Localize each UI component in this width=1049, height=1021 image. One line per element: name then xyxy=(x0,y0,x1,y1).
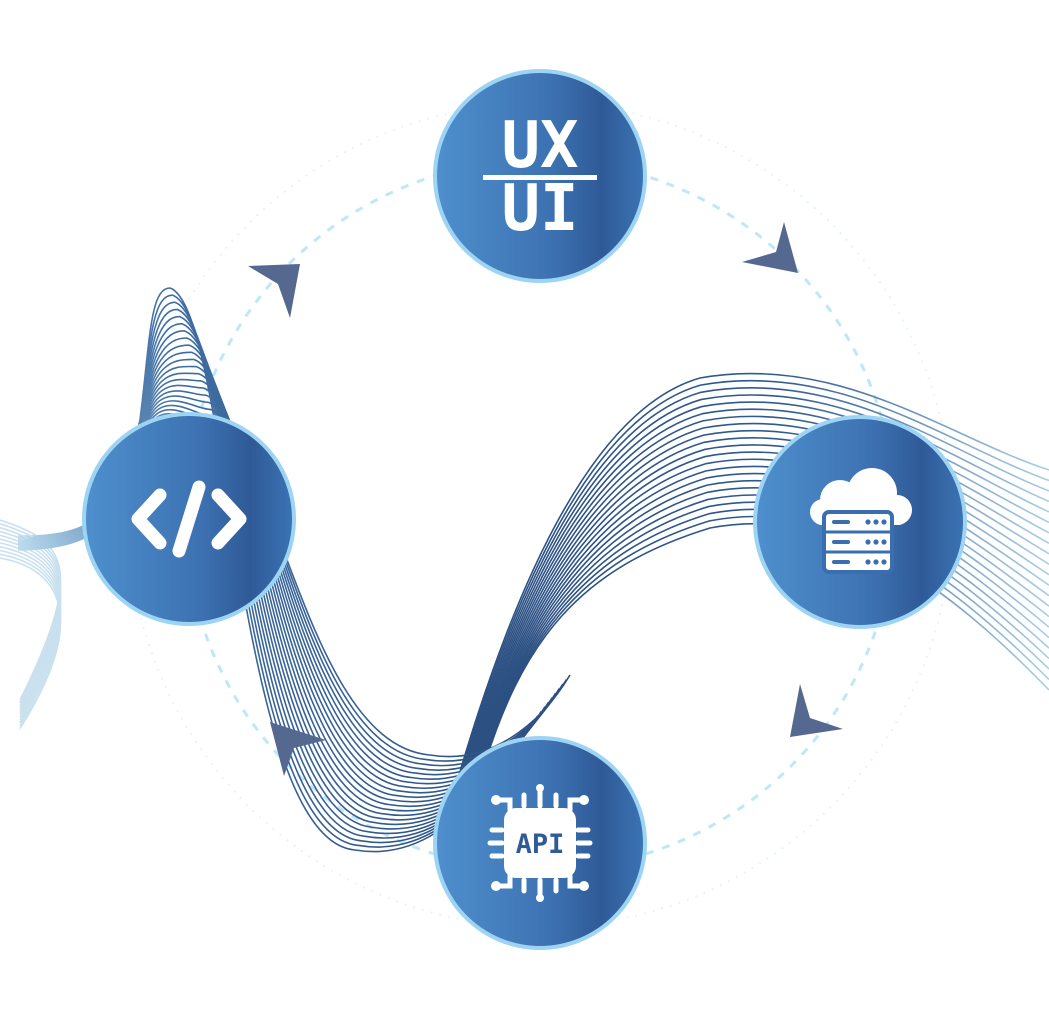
wave-line-tail xyxy=(0,557,62,729)
ux-label: UX xyxy=(501,109,578,183)
wave-line-right xyxy=(443,387,1049,835)
wave-line-tail xyxy=(0,526,62,707)
wave-line-right xyxy=(444,394,1049,832)
wave-line-tail xyxy=(0,523,62,704)
wave-line-right xyxy=(479,522,1049,781)
wave-line-tail xyxy=(0,553,62,727)
chevron-arrows xyxy=(248,222,843,776)
wave-line-left xyxy=(17,390,550,785)
cloud-server-icon xyxy=(810,468,912,574)
node-uxui: UX UI xyxy=(433,69,647,283)
ui-label: UI xyxy=(501,172,578,246)
wave-line-right xyxy=(439,372,1049,841)
wave-line-right xyxy=(475,508,1049,786)
node-server xyxy=(753,415,967,629)
wave-line-right xyxy=(477,515,1049,784)
wave-line-right xyxy=(441,379,1049,838)
chevron-bottom-right-icon xyxy=(790,684,843,737)
wave-line-left xyxy=(17,395,553,780)
wave-line-tail xyxy=(0,519,62,701)
wave-line-tail xyxy=(0,549,62,724)
chevron-top-left-icon xyxy=(248,264,300,318)
wave-line-tail xyxy=(0,530,62,709)
chevron-top-right-icon xyxy=(742,222,798,273)
wave-line-tail xyxy=(0,545,62,721)
node-api: API xyxy=(433,736,647,950)
code-brackets-icon xyxy=(131,480,247,558)
api-label: API xyxy=(516,829,565,860)
chevron-bottom-left-icon xyxy=(270,722,326,776)
node-code xyxy=(82,412,296,626)
api-chip-icon: API xyxy=(487,784,593,902)
ux-ui-icon: UX UI xyxy=(483,109,597,246)
